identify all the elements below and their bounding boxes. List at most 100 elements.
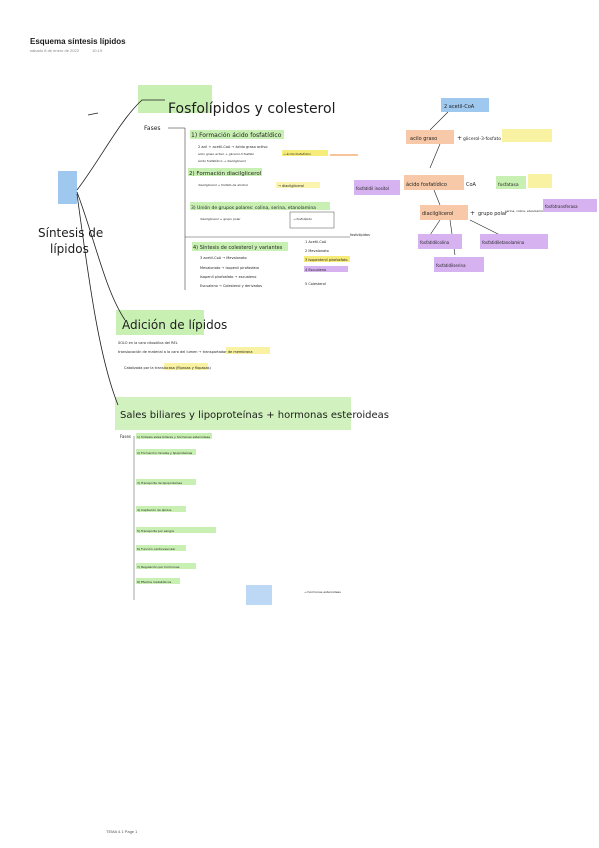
bile-highlight (115, 397, 351, 430)
step3-b-box (289, 211, 335, 229)
bile-s6: 6) Función cardiovascular (137, 547, 176, 551)
adipose-title: Adición de lípidos (122, 318, 227, 332)
page-date: sábado 8 de enero de 2022 (30, 48, 79, 53)
fases-bracket (168, 127, 186, 290)
diagram-arrow-1 (429, 111, 449, 131)
bile-s9: → hormonas esteroideas (304, 590, 341, 594)
center-highlight (58, 171, 77, 204)
bile-s1: 1) Síntesis sales biliares y hormonas es… (137, 435, 210, 439)
diagram-n8: diacilglicerol (422, 211, 453, 217)
center-title-line1: Síntesis de (38, 226, 103, 240)
step4-line-b: Mevalonato → Isopenil pirofosfato (200, 266, 259, 270)
list-item-2: 2 Mevalonato (305, 249, 329, 253)
bile-s7: 7) Regulación por hormonas (137, 565, 180, 569)
step1-c-highlight (282, 150, 328, 156)
step4-line-c: Isopenil pirofosfato → escualeno (200, 275, 256, 279)
diagram-n5-box (354, 180, 400, 195)
diagram-n7-box (496, 176, 526, 189)
diagram-plus: + (457, 135, 462, 142)
bile-s4-hl (136, 506, 186, 512)
diagram-n11: fosfatidilcolina (420, 240, 450, 245)
diagram-n9: grupo polar (478, 211, 508, 217)
step4-line-d: Escualeno → Colesterol y derivados (200, 284, 262, 288)
diagram-n10: fosfotransferasa (545, 204, 578, 209)
phospholipids-highlight (138, 85, 212, 113)
diagram-arrow-3 (433, 189, 441, 206)
step2-title: 2) Formación diacilglicerol (189, 170, 262, 177)
page-title: Esquema síntesis lípidos (30, 37, 126, 46)
step3-line-c: fosfolípidos (350, 233, 370, 237)
list-item-4: 4 Escualeno (305, 268, 326, 272)
diagram-n4: ácido fosfatídico (406, 181, 447, 188)
branch-mid (76, 191, 126, 321)
diagram-n8-box (420, 205, 468, 220)
diagram-n1-box (441, 98, 489, 112)
diagram-n3: glicerol-3-fosfato (463, 136, 501, 142)
step4-title: 4) Síntesis de colesterol y variantes (193, 244, 283, 251)
bile-s7-hl (136, 563, 196, 569)
step1-line-d: ácido fosfatídico → diacilglicerol (198, 159, 246, 163)
adipose-line3: Catalizada por la translocasa (flipasas … (124, 366, 211, 370)
page-footer: TEMA 4.1 Page 1 (106, 829, 138, 834)
bile-blue-hl (246, 585, 272, 605)
branch-top (76, 99, 165, 191)
diagram-n4-box (404, 175, 464, 190)
bile-s4: 4) Captación de lípidos (137, 508, 172, 512)
phospholipids-title: Fosfolípidos y colesterol (168, 101, 335, 117)
diagram-n2: acilo graso (410, 136, 437, 142)
diagram-n10-box (543, 199, 597, 212)
list-item-3-highlight (304, 256, 350, 262)
step2-b-highlight (276, 182, 320, 188)
list-item-1: 1 Acetil-CoA (305, 240, 327, 244)
bile-s5: 5) Transporte por sangre (137, 529, 174, 533)
diagram-n13-box (434, 257, 484, 272)
bile-s3-hl (136, 479, 196, 485)
list-item-3: 3 Isopentenil pirofosfato (305, 258, 348, 262)
bile-s3: 3) Transporte de lipoproteínas (137, 481, 183, 485)
adipose-line2: translocación de material a la cara del … (118, 350, 252, 354)
step2-highlight (188, 168, 262, 176)
step1-line-a: 2 acil + acetil-CoA → ácido graso activo (198, 145, 267, 149)
step1-line-b: acilo graso activo + glicerol-3-fosfato (198, 152, 254, 156)
step3-line-a: diacilglicerol + grupo polar (200, 217, 241, 221)
bile-s2-hl (136, 449, 196, 455)
diagram-plus-2: + (470, 210, 475, 217)
list-item-5: 5 Colesterol (305, 282, 326, 286)
bile-title: Sales biliares y lipoproteínas + hormona… (120, 409, 389, 421)
diagram-n13: fosfatidilserina (436, 263, 466, 268)
bile-fases: Fases (120, 434, 131, 439)
diagram-n1: 2 acetil-CoA (444, 104, 475, 110)
adipose-line1: SOLO en la cara citosólica del REL (118, 341, 178, 345)
diagram-n12: fosfatidiletanolamina (482, 240, 525, 245)
branch-low (76, 193, 119, 406)
step3-line-b: → fosfolípido (293, 217, 312, 221)
list-item-4-highlight (304, 266, 348, 272)
stray-mark (87, 112, 99, 116)
step3-highlight (190, 202, 330, 210)
adipose-highlight (116, 310, 204, 335)
step2-line-a: diacilglicerol + fosfato de alcohol (198, 183, 248, 187)
diagram-n5: fosfatidil inositol (356, 186, 389, 191)
step3-title: 3) Unión de grupos polares: colina, seri… (191, 204, 316, 211)
bile-s8-hl (136, 578, 180, 584)
diagram-note2-box (528, 174, 552, 188)
bile-s1-hl (136, 433, 212, 439)
bile-s6-hl (136, 545, 186, 551)
step2-line-b: → diacilglicerol (278, 184, 304, 188)
diagram-note-box (502, 129, 552, 142)
bile-s8: 8) Efectos metabólicos (137, 580, 172, 584)
center-title-line2: lípidos (50, 242, 89, 256)
bile-s2: 2) Formación micelas y lipoproteínas (137, 451, 193, 455)
step4-line-a: 3 acetil-CoA → Mevalonato (200, 256, 247, 260)
step1-highlight (190, 130, 284, 139)
step1-title: 1) Formación ácido fosfatídico (191, 132, 282, 139)
bile-s5-hl (136, 527, 216, 533)
step4-highlight (192, 242, 288, 251)
page-time: 10:19 (92, 48, 103, 53)
diagram-n2-box (406, 130, 454, 144)
diagram-arrow-2 (429, 143, 441, 169)
diagram-n6: CoA (466, 182, 477, 188)
diagram-n11-box (418, 234, 462, 249)
phospholipids-fases: Fases (144, 125, 161, 132)
